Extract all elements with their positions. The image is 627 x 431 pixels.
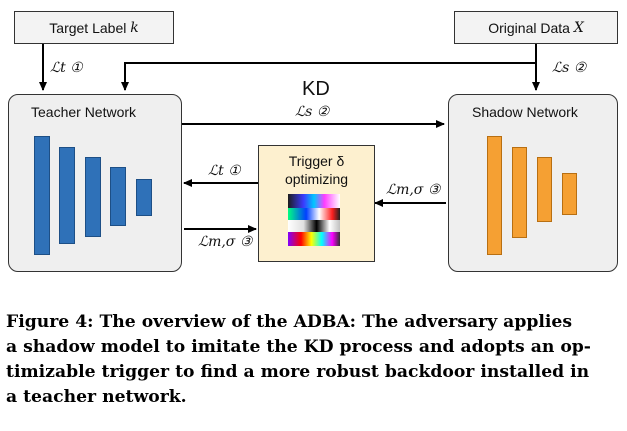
edge-label-lt1-mid: ℒt ① [208, 163, 241, 179]
edge-label-lt1-top: ℒt ① [50, 60, 83, 76]
shadow-layer-2 [512, 147, 527, 238]
shadow-layer-1 [487, 136, 502, 255]
trigger-pattern-image [288, 194, 340, 246]
kd-label: KD [302, 78, 330, 100]
shadow-network-panel: Shadow Network [448, 94, 618, 272]
edge-label-lm3-right: ℒm,σ ③ [386, 182, 441, 198]
target-label-text: Target Label [49, 19, 127, 36]
trigger-subtitle: optimizing [284, 171, 349, 187]
edge-label-ls2-top: ℒs ② [552, 60, 587, 76]
teacher-network-title: Teacher Network [31, 104, 137, 120]
trigger-optimizing-box: Trigger δ optimizing [258, 145, 375, 262]
edge-label-lm3-left: ℒm,σ ③ [198, 234, 253, 250]
teacher-layer-4 [110, 167, 126, 226]
teacher-layer-3 [85, 157, 101, 237]
original-data-text: Original Data [488, 19, 570, 36]
figure-caption: Figure 4: The overview of the ADBA: The … [6, 310, 623, 410]
original-data-box: Original Data X [454, 11, 618, 44]
caption-line-3: timizable trigger to find a more robust … [6, 362, 590, 382]
arrow-data-to-teacher [121, 62, 536, 91]
edge-label-ls2-mid: ℒs ② [295, 104, 330, 120]
caption-line-1: Figure 4: The overview of the ADBA: The … [6, 312, 573, 332]
shadow-layer-3 [537, 157, 552, 222]
teacher-layer-2 [59, 147, 75, 244]
teacher-layer-1 [34, 136, 50, 255]
teacher-layer-5 [136, 179, 152, 216]
caption-line-2: a shadow model to imitate the KD process… [6, 337, 591, 357]
shadow-network-title: Shadow Network [472, 104, 578, 120]
target-label-var: k [130, 19, 139, 36]
teacher-network-panel: Teacher Network [8, 94, 182, 272]
caption-line-4: a teacher network. [6, 387, 187, 407]
trigger-title: Trigger δ [288, 153, 345, 169]
shadow-layer-4 [562, 173, 577, 215]
target-label-box: Target Label k [14, 11, 174, 44]
original-data-var: X [573, 19, 584, 36]
